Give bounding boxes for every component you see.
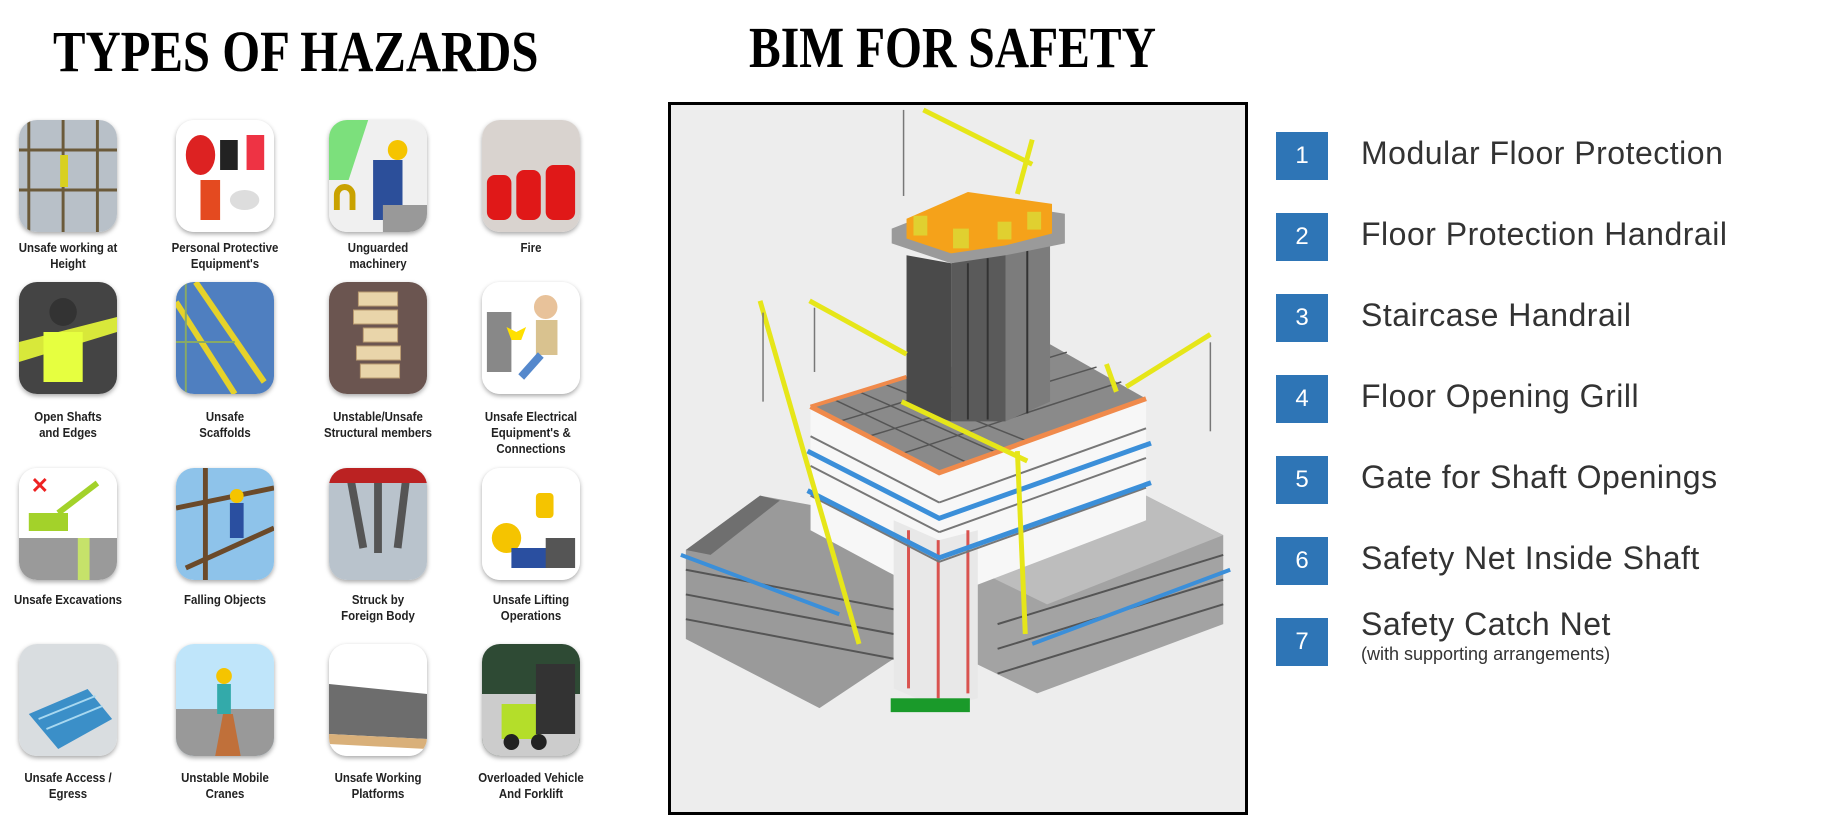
item-number-badge: 1 xyxy=(1276,132,1328,180)
hazard-label: Fire xyxy=(465,240,597,256)
item-number-badge: 3 xyxy=(1276,294,1328,342)
hazard-label-line: Equipment's xyxy=(190,256,260,271)
item-label: Safety Catch Net xyxy=(1361,606,1611,642)
item-label: Staircase Handrail xyxy=(1361,297,1632,333)
hazard-label-line: And Forklift xyxy=(498,786,564,801)
hazard-label-line: Fire xyxy=(520,240,542,255)
hazard-label-line: machinery xyxy=(349,256,407,271)
hazard-label-line: Unstable Mobile xyxy=(181,770,269,785)
hazard-label-line: Cranes xyxy=(205,786,245,801)
hazard-label-line: Unsafe working at xyxy=(18,240,118,255)
ppe-icon xyxy=(176,120,274,232)
hazard-label: Falling Objects xyxy=(159,592,291,608)
hazard-label-line: Unsafe Access / xyxy=(24,770,112,785)
item-label: Safety Net Inside Shaft xyxy=(1361,540,1700,576)
item-number-badge: 7 xyxy=(1276,618,1328,666)
item-number-badge: 6 xyxy=(1276,537,1328,585)
item-label: Gate for Shaft Openings xyxy=(1361,459,1718,495)
item-note: (with supporting arrangements) xyxy=(1361,644,1611,664)
hazard-label-line: Unsafe xyxy=(205,409,245,424)
forklift-icon xyxy=(482,644,580,756)
hazard-label-line: Unguarded xyxy=(347,240,409,255)
item-number-badge: 5 xyxy=(1276,456,1328,504)
access-icon xyxy=(19,644,117,756)
open-shaft-icon xyxy=(19,282,117,394)
item-number-badge: 4 xyxy=(1276,375,1328,423)
hazard-label-line: Scaffolds xyxy=(199,425,251,440)
jackhammer-icon xyxy=(329,468,427,580)
fire-extinguisher-icon xyxy=(482,120,580,232)
hazard-label: Unsafe Excavations xyxy=(2,592,134,608)
hazard-label-line: Foreign Body xyxy=(341,608,415,623)
hazard-label-line: Struck by xyxy=(351,592,405,607)
hazard-label-line: Unsafe Lifting xyxy=(492,592,570,607)
cranes xyxy=(757,107,1212,645)
hazard-label-line: Egress xyxy=(48,786,88,801)
hazard-label-line: Height xyxy=(50,256,86,271)
hazards-title: TYPES OF HAZARDS xyxy=(53,19,539,84)
hazard-label-line: Falling Objects xyxy=(183,592,267,607)
machinery-icon xyxy=(329,120,427,232)
hazard-label-line: Operations xyxy=(500,608,562,623)
svg-text:✕: ✕ xyxy=(31,473,49,498)
hazard-label-line: Equipment's & xyxy=(491,425,571,440)
hazard-label-line: Structural members xyxy=(323,425,433,440)
falling-objects-icon xyxy=(176,468,274,580)
platform-icon xyxy=(329,644,427,756)
hazard-label-line: Unsafe Electrical xyxy=(484,409,578,424)
hazard-label-line: and Edges xyxy=(39,425,97,440)
item-number-badge: 2 xyxy=(1276,213,1328,261)
hazard-label-line: Unstable/Unsafe xyxy=(333,409,423,424)
hazard-label-line: Platforms xyxy=(351,786,405,801)
scaffold-icon xyxy=(176,282,274,394)
hazard-label-line: Overloaded Vehicle xyxy=(478,770,584,785)
left-wing xyxy=(680,495,894,709)
jenga-tower-icon xyxy=(329,282,427,394)
bim-title: BIM FOR SAFETY xyxy=(749,15,1156,80)
item-label: Modular Floor Protection xyxy=(1361,135,1724,171)
mobile-crane-icon xyxy=(176,644,274,756)
electric-shock-icon xyxy=(482,282,580,394)
item-label: Floor Opening Grill xyxy=(1361,378,1640,414)
hazard-label: Unsafe Access /Egress xyxy=(2,770,134,802)
excavator-icon: ✕ xyxy=(19,468,117,580)
tower xyxy=(891,192,1065,422)
hazard-label-line: Personal Protective xyxy=(171,240,279,255)
bim-building-model xyxy=(668,102,1248,815)
hazard-label-line: Unsafe Working xyxy=(334,770,422,785)
item-label: Floor Protection Handrail xyxy=(1361,216,1728,252)
crane-hook-icon xyxy=(482,468,580,580)
hazard-label-line: Connections xyxy=(496,441,566,456)
hazard-label-line: Open Shafts xyxy=(34,409,102,424)
hazard-label-line: Unsafe Excavations xyxy=(13,592,123,607)
worker-at-height-icon xyxy=(19,120,117,232)
